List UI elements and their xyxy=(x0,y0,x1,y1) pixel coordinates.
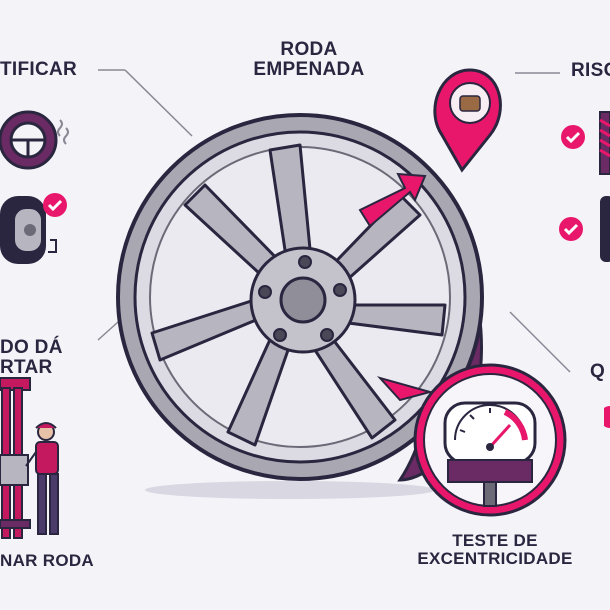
connector-lines xyxy=(97,69,571,373)
vibration-icon xyxy=(57,119,69,145)
eccentricity-gauge xyxy=(376,363,567,517)
left-label-middle: DO DÁ RTAR xyxy=(0,338,63,378)
location-pin-icon xyxy=(433,68,502,173)
tire-icon xyxy=(0,196,57,264)
gauge-caption: TESTE DE EXCENTRICIDADE xyxy=(405,532,585,568)
title-line2: EMPENADA xyxy=(253,58,365,80)
gauge-caption-line1: TESTE DE xyxy=(452,531,538,550)
check-icon-right-1 xyxy=(561,125,585,149)
mechanic-icon xyxy=(25,422,59,535)
check-icon-right-2 xyxy=(559,217,583,241)
gauge-caption-line2: EXCENTRICIDADE xyxy=(417,548,573,568)
left-label-middle-line2: RTAR xyxy=(0,356,53,378)
left-label-top: TIFICAR xyxy=(0,59,78,80)
wallet-icon xyxy=(459,95,481,112)
right-edge-marker xyxy=(604,406,610,428)
tire-icon-right xyxy=(600,196,610,262)
left-label-bottom: NAR RODA xyxy=(0,551,95,570)
left-label-middle-line1: DO DÁ xyxy=(0,337,63,358)
mechanic-press-icon xyxy=(0,377,31,539)
steering-wheel-icon xyxy=(0,110,58,170)
suspension-spring-icon xyxy=(599,111,610,175)
title-line1: RODA xyxy=(280,39,338,60)
right-label-top: RISC xyxy=(571,60,610,81)
right-label-middle: Q xyxy=(590,361,606,382)
check-icon-left xyxy=(43,193,67,217)
warp-arrow-icon xyxy=(358,172,427,228)
title: RODA EMPENADA xyxy=(224,40,394,80)
wheel-shadow xyxy=(145,481,435,499)
